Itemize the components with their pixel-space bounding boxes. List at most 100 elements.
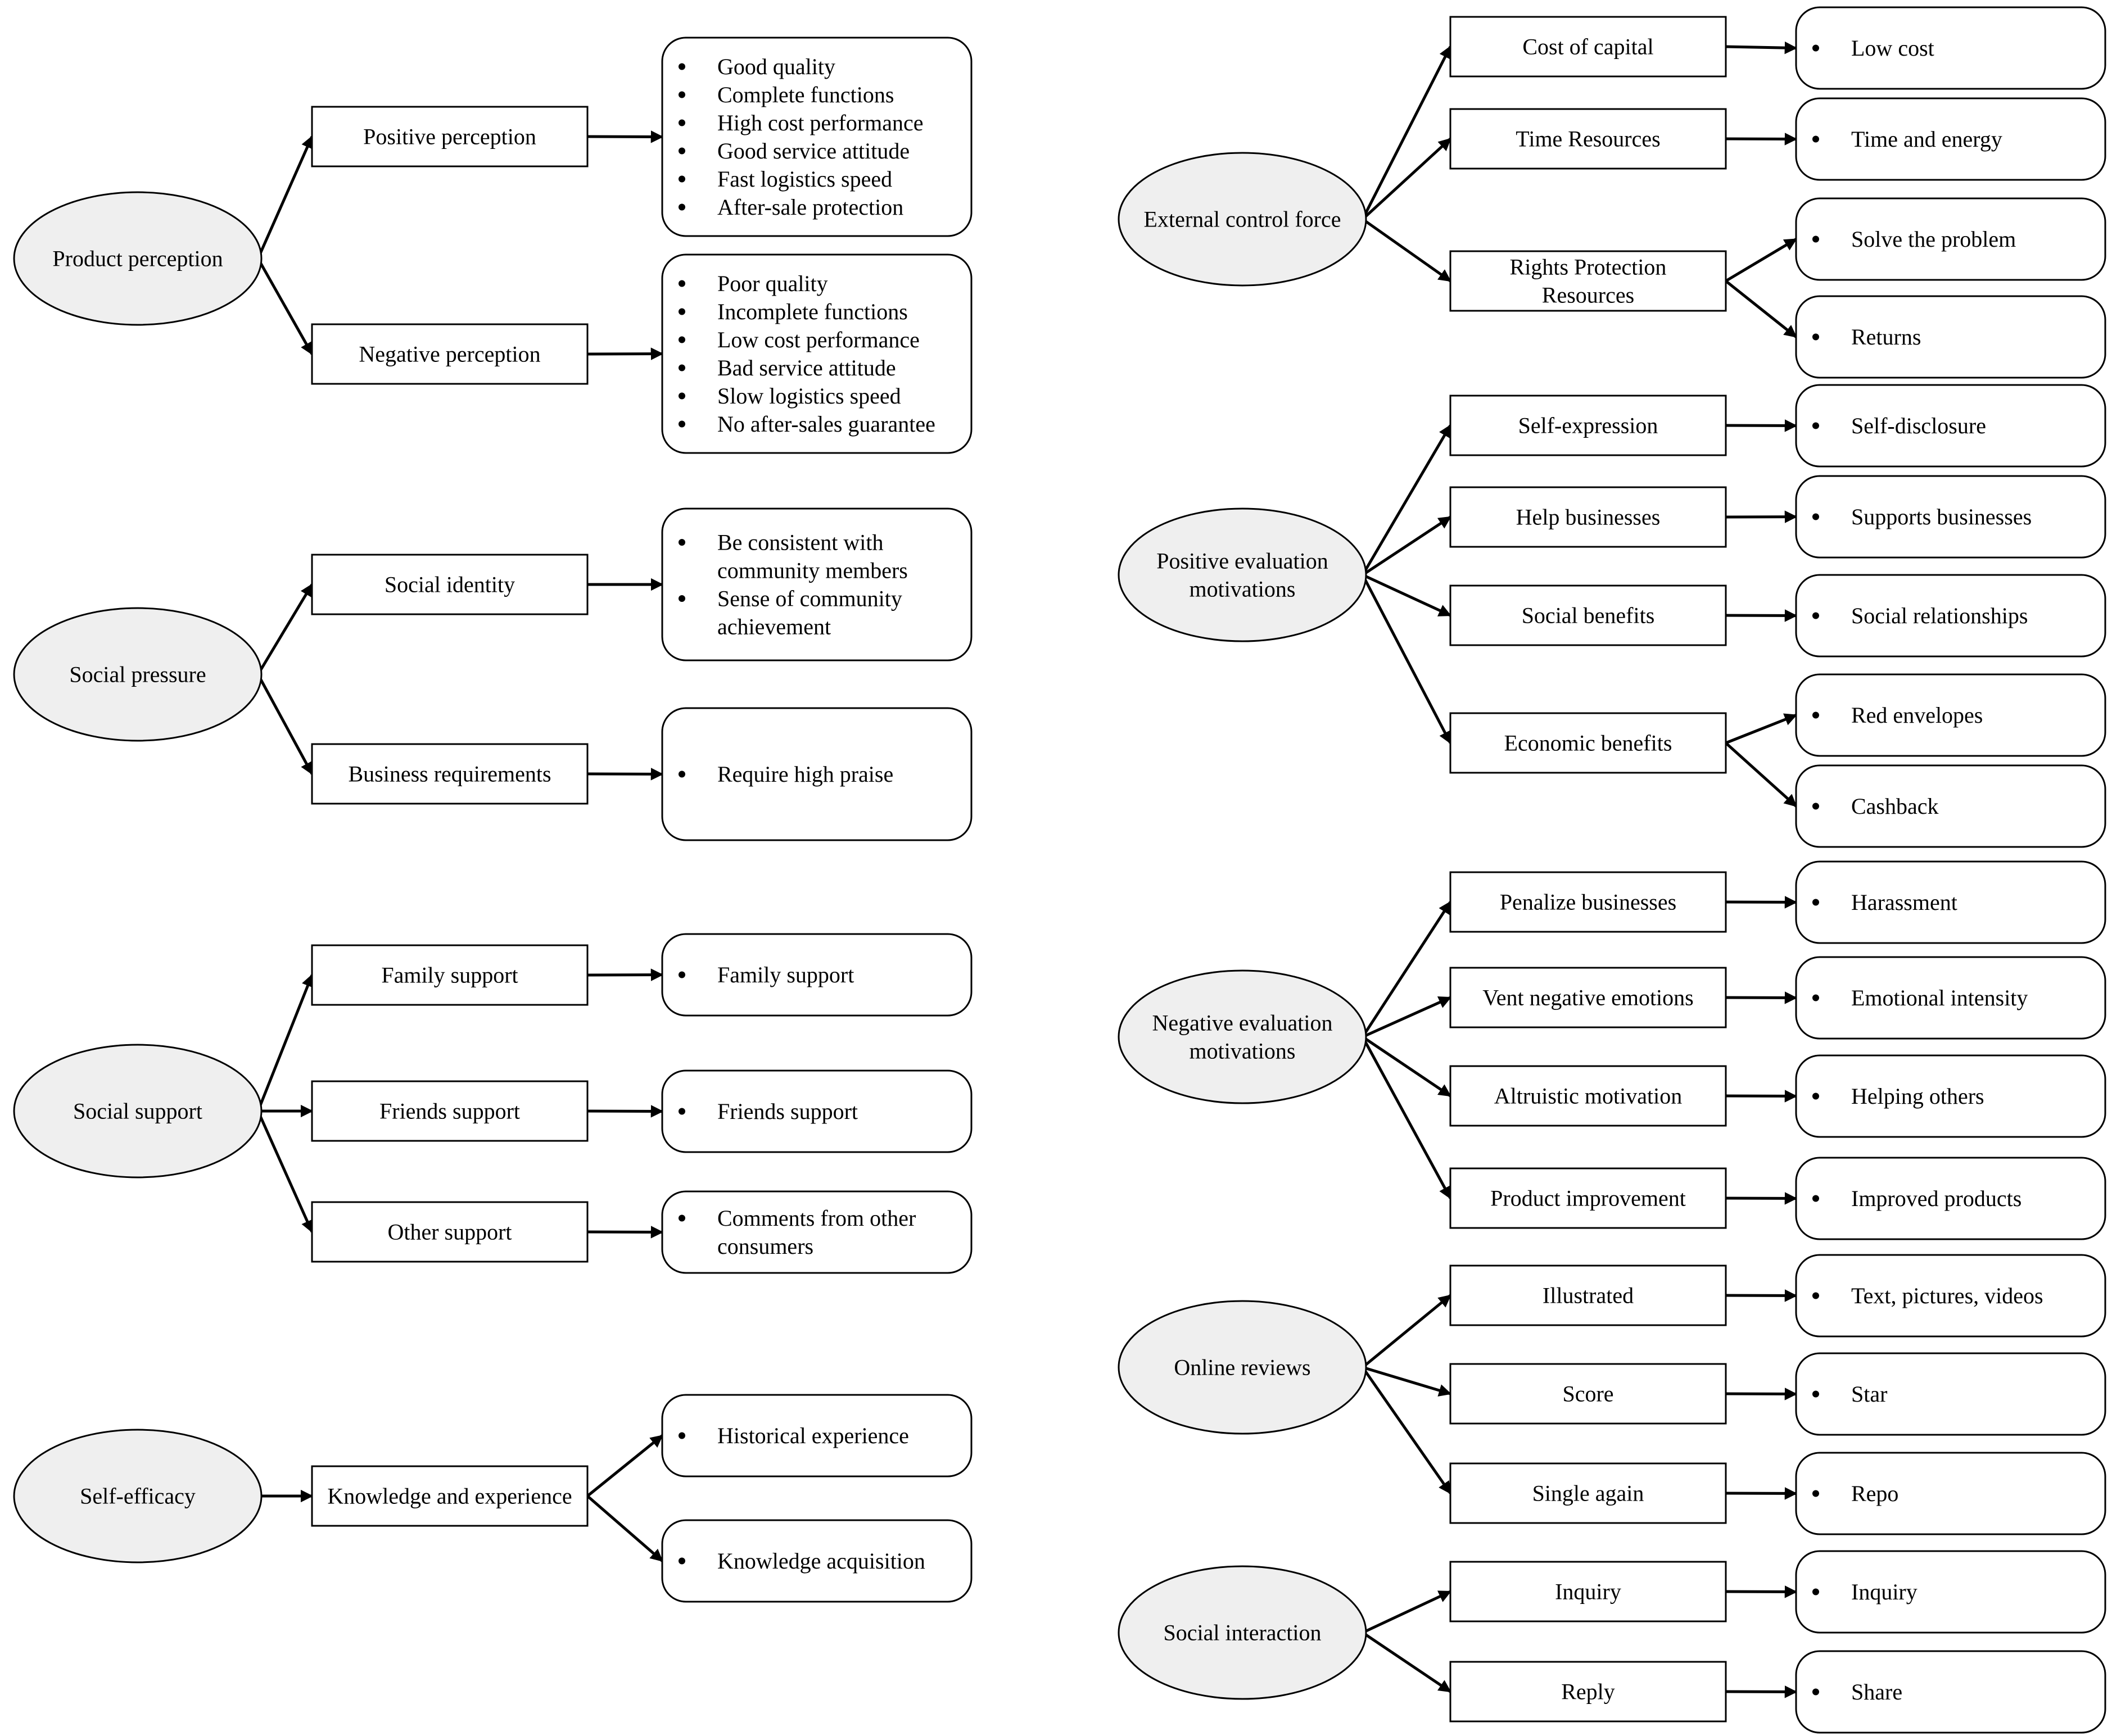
bullet-icon (1812, 1688, 1819, 1696)
factor-to-outcome-arrow (1725, 280, 1797, 338)
outcome-box (1795, 1650, 2106, 1734)
outcome-item: Good service attitude (717, 138, 910, 164)
category-to-factor-arrow (1362, 138, 1451, 220)
factor-box (1449, 486, 1727, 548)
factor-label: Positive perception (363, 124, 536, 149)
bullet-icon (679, 336, 685, 343)
bullet-icon (679, 119, 685, 126)
factor-node: Negative perception (311, 323, 589, 385)
outcome-item: Supports businesses (1851, 504, 2032, 529)
factor-node: Knowledge and experience (311, 1465, 589, 1527)
category-label: External control force (1144, 207, 1341, 232)
category-to-factor-arrow (1362, 515, 1451, 577)
outcome-node: Share (1795, 1650, 2106, 1734)
outcome-node: Family support (661, 933, 973, 1017)
bullet-icon (679, 1557, 685, 1565)
outcome-item: Helping others (1851, 1084, 1984, 1109)
factor-box (1449, 871, 1727, 933)
outcome-item: Social relationships (1851, 603, 2028, 628)
bullet-icon (1812, 1195, 1819, 1202)
category-to-factor-arrow (1362, 1035, 1451, 1098)
outcome-node: Self-disclosure (1795, 384, 2106, 468)
outcome-box (661, 1190, 973, 1274)
outcome-box (1795, 1054, 2106, 1138)
category-to-factor-arrow (1362, 573, 1452, 617)
bullet-icon (1812, 994, 1819, 1001)
outcome-item: Emotional intensity (1851, 985, 2028, 1010)
factor-label: Business requirements (348, 762, 551, 787)
factor-label: Time Resources (1516, 126, 1660, 152)
factor-box (1449, 1167, 1727, 1229)
factor-box (1449, 250, 1727, 312)
factor-box (311, 1201, 589, 1263)
factor-node: Social identity (311, 554, 589, 615)
factor-node: Self-expression (1449, 395, 1727, 456)
factor-to-outcome-arrow (1725, 419, 1798, 432)
outcome-box (661, 253, 973, 454)
factor-node: Other support (311, 1201, 589, 1263)
bullet-icon (1812, 899, 1819, 906)
category-to-factor-arrow (1361, 574, 1452, 744)
bullet-icon (1812, 612, 1819, 619)
factor-node: Vent negative emotions (1449, 967, 1727, 1028)
bullet-icon (679, 147, 685, 155)
outcome-item: After-sale protection (717, 194, 903, 220)
category-to-factor-arrow (1361, 1036, 1452, 1199)
outcome-box (661, 1069, 973, 1153)
bullet-icon (679, 1108, 685, 1115)
category-to-factor-arrow (1362, 1631, 1451, 1693)
outcome-item: Text, pictures, videos (1851, 1283, 2043, 1308)
factor-label: Inquiry (1555, 1579, 1621, 1604)
factor-to-outcome-arrow (586, 1495, 663, 1562)
bullet-icon (1812, 711, 1819, 719)
category-to-factor-arrow (1361, 901, 1452, 1038)
outcome-item: Friends support (717, 1099, 858, 1124)
factor-label: Altruistic motivation (1494, 1084, 1682, 1109)
outcome-node: Cashback (1795, 764, 2106, 848)
bullet-icon (1812, 333, 1819, 341)
bullet-icon (1812, 422, 1819, 429)
factor-node: Altruistic motivation (1449, 1065, 1727, 1127)
factor-to-outcome-arrow (587, 1105, 664, 1118)
factor-to-outcome-arrow (587, 968, 664, 981)
factor-to-outcome-arrow (1725, 510, 1798, 523)
factor-box (1449, 967, 1727, 1028)
factor-node: Illustrated (1449, 1264, 1727, 1326)
factor-box (1449, 712, 1727, 774)
outcome-item: Repo (1851, 1481, 1898, 1506)
category-to-factor-arrow (256, 135, 314, 260)
category-to-factor-arrow (256, 673, 314, 775)
bullet-icon (679, 770, 685, 778)
outcome-box (661, 507, 973, 661)
outcome-item: Time and energy (1851, 126, 2002, 152)
bullet-icon (1812, 1292, 1819, 1299)
factor-box (1449, 1065, 1727, 1127)
bullet-icon (679, 971, 685, 978)
bullet-icon (679, 1214, 685, 1222)
factor-to-outcome-arrow (587, 347, 664, 360)
factor-label: Score (1562, 1381, 1613, 1407)
outcome-item: Improved products (1851, 1186, 2021, 1211)
outcome-box (1795, 860, 2106, 944)
bullet-icon (679, 308, 685, 315)
factor-label: Product improvement (1490, 1186, 1686, 1211)
outcome-item: Fast logistics speed (717, 166, 892, 192)
outcome-box (1795, 1157, 2106, 1240)
category-ellipse (13, 607, 263, 742)
bullet-icon (1812, 1390, 1819, 1398)
bullet-icon (679, 420, 685, 428)
category-ellipse (13, 1044, 263, 1179)
outcome-box (1795, 1452, 2106, 1535)
outcome-box (1795, 97, 2106, 181)
category-node: External control force (1118, 152, 1367, 287)
outcome-box (1795, 956, 2106, 1040)
outcome-item: Poor quality (717, 271, 828, 296)
factor-box (1449, 1462, 1727, 1524)
outcome-box (661, 1519, 973, 1603)
outcome-item: Low cost (1851, 35, 1934, 61)
category-to-factor-arrow (1361, 1366, 1452, 1494)
